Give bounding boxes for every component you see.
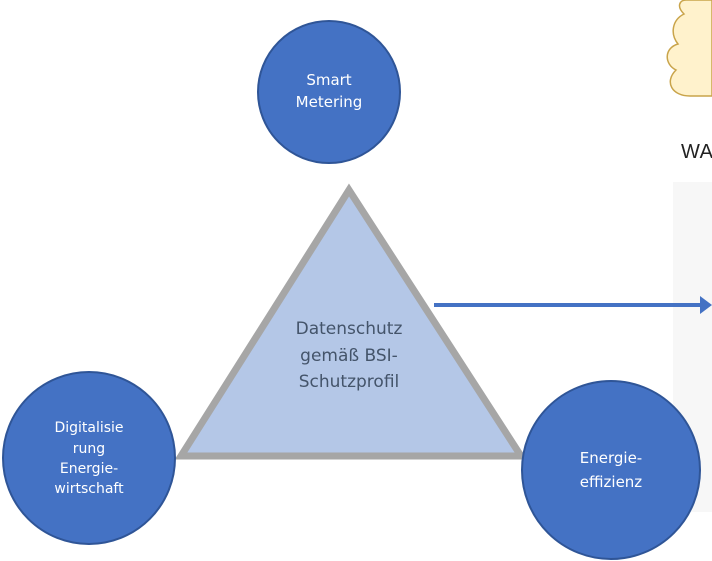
node-digitalisierung	[2, 371, 176, 545]
node-digitalisierung-label: Digitalisie rung Energie- wirtschaft	[54, 420, 124, 498]
center-triangle	[174, 183, 528, 460]
center-triangle-label: Datenschutz gemäß BSI- Schutzprofil	[295, 319, 403, 393]
node-energieeffizienz	[521, 380, 701, 560]
node-energieeffizienz-label: Energie- effizienz	[579, 449, 643, 491]
arrow-head	[700, 296, 712, 314]
cut-off-heading: WA	[681, 141, 712, 163]
cloud-shape	[666, 0, 712, 97]
node-smart-metering	[257, 20, 401, 164]
node-smart-metering-label: Smart Metering	[295, 71, 363, 111]
